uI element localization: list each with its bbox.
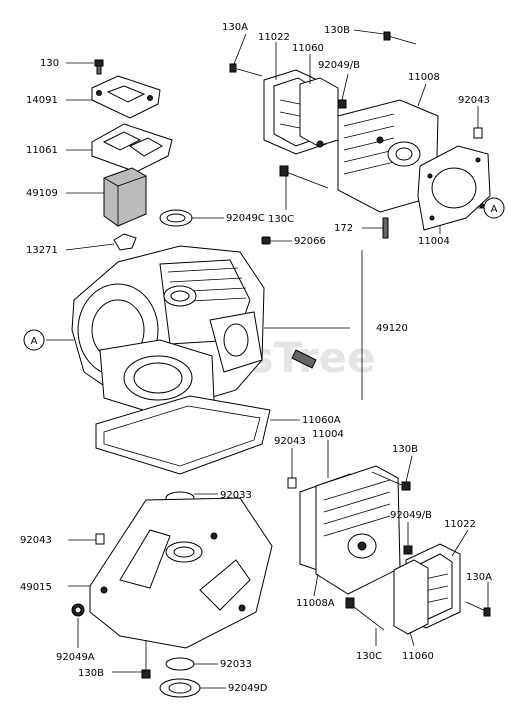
label-130: 130	[40, 58, 59, 69]
label-130B-bottom: 130B	[78, 668, 104, 679]
part-92043-pin-left[interactable]	[95, 533, 105, 545]
part-11060A-gasket[interactable]	[95, 395, 271, 475]
label-11004-top: 11004	[418, 236, 450, 247]
part-130B-bolt-bottom[interactable]	[141, 640, 151, 679]
label-11008A: 11008A	[296, 598, 335, 609]
label-11022-top: 11022	[258, 32, 290, 43]
label-49120: 49120	[376, 323, 408, 334]
label-49109: 49109	[26, 188, 58, 199]
callout-a-right: A	[483, 197, 505, 219]
part-11004-head-gasket-top[interactable]	[417, 145, 491, 231]
part-11008-cylinder-head-top[interactable]	[316, 99, 439, 213]
part-130-bolt[interactable]	[94, 59, 104, 75]
label-11060-top: 11060	[292, 43, 324, 54]
label-11022-low: 11022	[444, 519, 476, 530]
label-11008: 11008	[408, 72, 440, 83]
label-92043-mid: 92043	[274, 436, 306, 447]
label-92049C: 92049C	[226, 213, 265, 224]
part-49109-filter[interactable]	[103, 167, 147, 227]
part-14091-cover[interactable]	[91, 75, 161, 119]
label-49015: 49015	[20, 582, 52, 593]
part-130C-bolt-low[interactable]	[345, 597, 385, 631]
label-92049D: 92049D	[228, 683, 268, 694]
part-92049C-seal[interactable]	[159, 209, 193, 227]
part-130A-bolt-top[interactable]	[229, 63, 263, 77]
part-49120-crankcase[interactable]	[71, 245, 317, 415]
label-130A-low: 130A	[466, 572, 492, 583]
part-130A-bolt-low[interactable]	[465, 601, 491, 617]
label-130B-top: 130B	[324, 25, 350, 36]
label-130B-low: 130B	[392, 444, 418, 455]
callout-a-right-label: A	[491, 204, 498, 215]
part-11060-gasket-low[interactable]	[393, 559, 429, 635]
part-92049B-nut-low[interactable]	[403, 545, 413, 555]
part-92043-pin-right[interactable]	[473, 127, 483, 139]
callout-a-left: A	[23, 329, 45, 351]
label-11061: 11061	[26, 145, 58, 156]
part-130C-bolt-top[interactable]	[279, 165, 329, 189]
label-92049A: 92049A	[56, 652, 95, 663]
label-92066: 92066	[294, 236, 326, 247]
label-130C-low: 130C	[356, 651, 382, 662]
part-11061-gasket[interactable]	[91, 123, 173, 173]
part-92066-plug[interactable]	[261, 236, 271, 245]
label-130C-top: 130C	[268, 214, 294, 225]
label-11060A: 11060A	[302, 415, 341, 426]
part-number-labels: 130 14091 11061 49109 13271 130A 11022 1…	[20, 22, 492, 694]
label-92043-left: 92043	[20, 535, 52, 546]
callout-a-left-label: A	[31, 336, 38, 347]
label-13271: 13271	[26, 245, 58, 256]
label-92049B-top: 92049/B	[318, 60, 360, 71]
label-11004-low: 11004	[312, 429, 344, 440]
part-11060-gasket-top[interactable]	[299, 77, 339, 147]
label-14091: 14091	[26, 95, 58, 106]
part-11008A-cylinder-head-low[interactable]	[315, 465, 401, 595]
label-11060-low: 11060	[402, 651, 434, 662]
part-49015-crankcase-cover[interactable]	[89, 497, 273, 649]
part-130B-bolt-top[interactable]	[383, 31, 417, 45]
leader-lines	[46, 29, 489, 689]
label-92033-bottom: 92033	[220, 659, 252, 670]
part-92049D-seal[interactable]	[159, 678, 201, 698]
label-92033-top: 92033	[220, 490, 252, 501]
label-130A-top: 130A	[222, 22, 248, 33]
part-13271-plate[interactable]	[113, 233, 137, 251]
label-92049B-low: 92049/B	[390, 510, 432, 521]
label-172: 172	[334, 223, 353, 234]
part-92049A-seal[interactable]	[71, 603, 85, 617]
part-92033-oring-bottom[interactable]	[165, 657, 195, 671]
label-92043-right: 92043	[458, 95, 490, 106]
part-92043-pin-mid[interactable]	[287, 477, 297, 489]
part-92049B-nut-top[interactable]	[337, 99, 347, 109]
